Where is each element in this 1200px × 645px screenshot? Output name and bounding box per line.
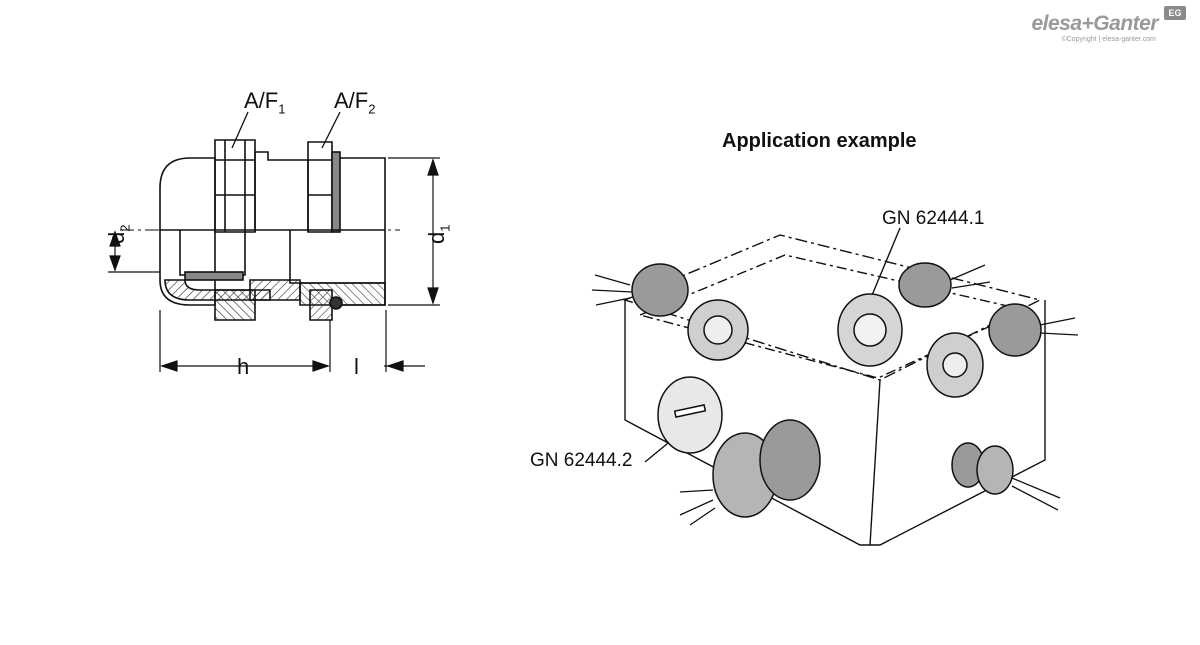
application-title: Application example bbox=[722, 130, 917, 152]
leader-lines bbox=[231, 111, 341, 149]
brand-badge: EG bbox=[1164, 6, 1186, 20]
af2-base: A/F bbox=[334, 88, 369, 113]
brand-copyright: ©Copyright | elesa-ganter.com bbox=[1061, 36, 1156, 43]
af1-label: A/F1 bbox=[244, 88, 285, 116]
af1-sub: 1 bbox=[278, 101, 286, 117]
dimension-lines bbox=[108, 157, 440, 372]
l-label: l bbox=[354, 354, 359, 379]
brand-name: elesa+Ganter bbox=[1031, 12, 1158, 35]
gn-62444-1-label: GN 62444.1 bbox=[882, 208, 985, 229]
af1-base: A/F bbox=[244, 88, 279, 113]
h-label: h bbox=[237, 354, 250, 379]
af2-label: A/F2 bbox=[334, 88, 375, 116]
cable-gland-section bbox=[120, 139, 400, 321]
gn-62444-2-label: GN 62444.2 bbox=[530, 450, 633, 471]
af2-sub: 2 bbox=[368, 101, 376, 117]
brand-logo: elesa+Ganter ©Copyright | elesa-ganter.c… bbox=[1002, 4, 1192, 46]
